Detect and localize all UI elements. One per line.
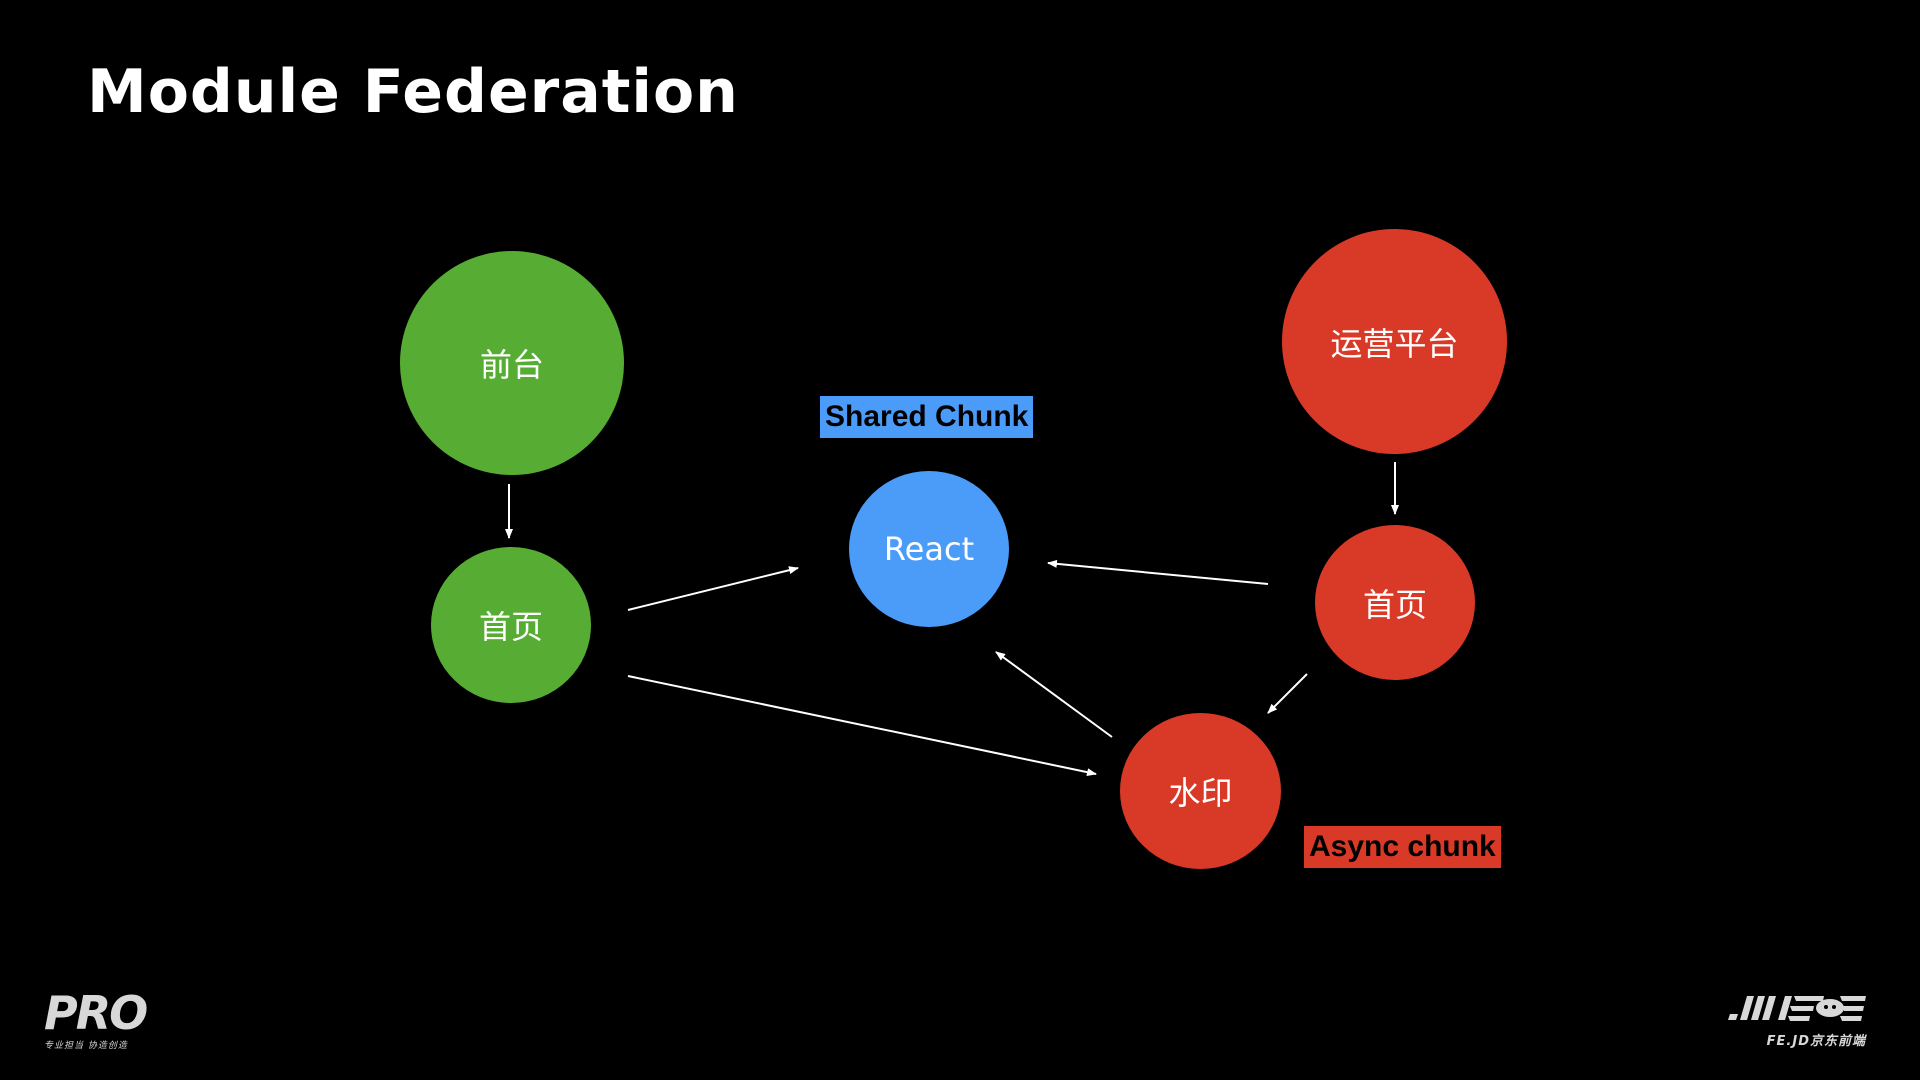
tag-shared-chunk: Shared Chunk bbox=[820, 396, 1034, 438]
node-react: React bbox=[849, 471, 1009, 627]
node-ops-platform: 运营平台 bbox=[1282, 229, 1507, 454]
node-watermark: 水印 bbox=[1120, 713, 1281, 869]
node-frontend-label: 前台 bbox=[479, 346, 544, 384]
pro-logo: PRO 专业担当 协造创造 bbox=[44, 986, 148, 1051]
node-frontend-home: 首页 bbox=[431, 547, 591, 703]
edge-frontend-home-to-react bbox=[627, 566, 799, 611]
node-ops-home: 首页 bbox=[1315, 525, 1475, 680]
fe-jd-logo-icon bbox=[1728, 996, 1866, 1021]
fe-jd-logo: FE.JD京东前端 bbox=[1726, 990, 1866, 1049]
fe-jd-logo-caption: FE.JD京东前端 bbox=[1766, 1034, 1866, 1049]
slide-title: Module Federation bbox=[87, 57, 739, 127]
node-ops-platform-label: 运营平台 bbox=[1330, 324, 1459, 363]
pro-logo-text: PRO bbox=[44, 986, 148, 1040]
node-watermark-label: 水印 bbox=[1168, 774, 1233, 812]
pro-logo-tagline: 专业担当 协造创造 bbox=[44, 1041, 128, 1051]
node-frontend: 前台 bbox=[400, 251, 624, 475]
node-react-label: React bbox=[883, 530, 975, 568]
tag-async-chunk: Async chunk bbox=[1304, 826, 1501, 868]
node-ops-home-label: 首页 bbox=[1362, 585, 1427, 624]
node-frontend-home-label: 首页 bbox=[478, 608, 543, 646]
edge-ops-home-to-watermark bbox=[1267, 673, 1308, 714]
edge-frontend-home-to-watermark bbox=[627, 675, 1097, 777]
edge-watermark-to-react bbox=[995, 651, 1113, 738]
edge-ops-home-to-react bbox=[1047, 559, 1269, 585]
